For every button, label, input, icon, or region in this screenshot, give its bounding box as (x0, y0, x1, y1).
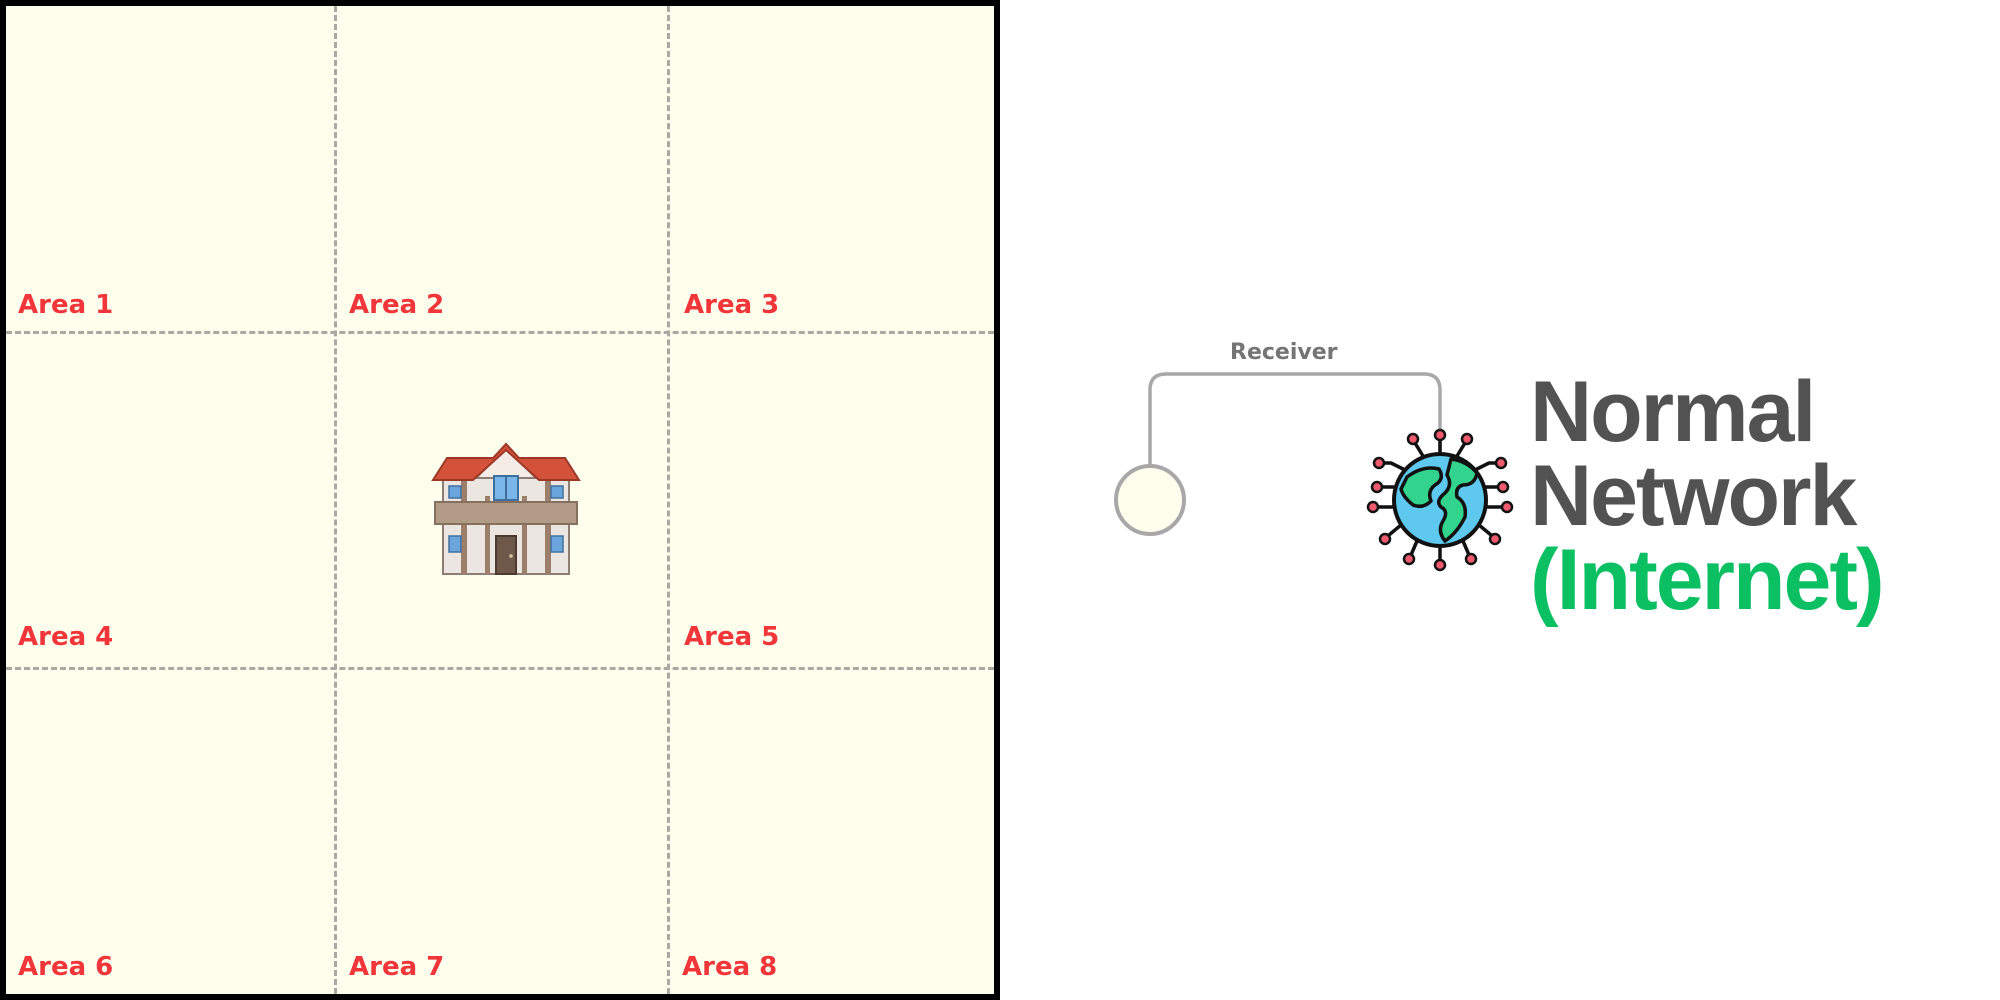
area-cell-4: Area 4 (6, 334, 334, 670)
grid-divider-vertical-2 (667, 6, 670, 994)
area-cell-8: Area 8 (670, 670, 994, 994)
area-label-7: Area 7 (349, 952, 445, 982)
receiver-label: Receiver (1230, 340, 1338, 365)
area-cell-2: Area 2 (334, 6, 670, 334)
area-grid-map: Area 1 Area 2 Area 3 Area 4 Area 5 Area … (0, 0, 1000, 1000)
area-cell-5: Area 5 (670, 334, 994, 670)
area-cell-1: Area 1 (6, 6, 334, 334)
area-label-2: Area 2 (349, 290, 445, 320)
area-label-8: Area 8 (682, 952, 778, 982)
network-title: Normal Network (Internet) (1530, 364, 1885, 628)
area-label-1: Area 1 (18, 290, 114, 320)
receiver-connector (1114, 372, 1442, 536)
area-label-3: Area 3 (684, 290, 780, 320)
area-label-4: Area 4 (18, 622, 114, 652)
grid-divider-horizontal-2 (6, 667, 994, 670)
area-label-5: Area 5 (684, 622, 780, 652)
network-title-line-2: Network (1530, 448, 1857, 544)
grid-divider-horizontal-1 (6, 331, 994, 334)
globe-network-icon (1366, 428, 1514, 572)
area-cell-6: Area 6 (6, 670, 334, 994)
grid-divider-vertical-1 (334, 6, 337, 994)
network-title-line-1: Normal (1530, 364, 1816, 460)
area-cell-3: Area 3 (670, 6, 994, 334)
house-icon (431, 442, 581, 575)
receiver-node (1114, 464, 1186, 536)
area-label-6: Area 6 (18, 952, 114, 982)
area-cell-7: Area 7 (334, 670, 670, 994)
network-subtitle-internet: (Internet) (1530, 532, 1885, 628)
